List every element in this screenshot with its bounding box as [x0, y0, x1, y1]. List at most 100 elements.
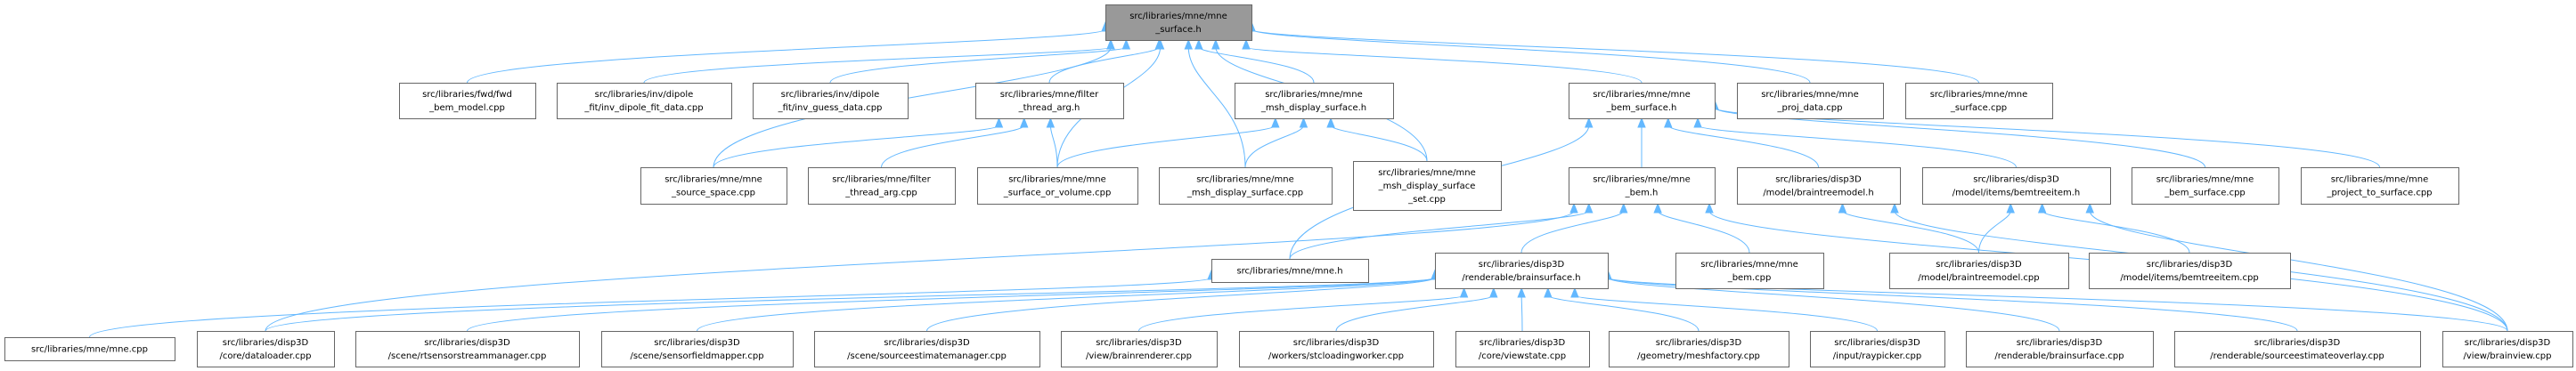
node-brainsurface-cpp[interactable]: src/libraries/disp3D/renderable/brainsur… — [1966, 331, 2154, 367]
node-meshfactory[interactable]: src/libraries/disp3D/geometry/meshfactor… — [1609, 331, 1789, 367]
node-label-line: _thread_arg.h — [1018, 103, 1080, 113]
dependency-edge — [467, 28, 1106, 84]
node-mne-cpp[interactable]: src/libraries/mne/mne.cpp — [4, 337, 175, 361]
node-msh-set[interactable]: src/libraries/mne/mne_msh_display_surfac… — [1353, 161, 1502, 211]
node-box — [2089, 253, 2291, 289]
node-box — [1609, 331, 1789, 367]
node-sourceestmgr[interactable]: src/libraries/disp3D/scene/sourceestimat… — [814, 331, 1040, 367]
node-box — [1435, 253, 1609, 289]
arrowhead-icon — [1121, 38, 1131, 50]
node-label-line: src/libraries/disp3D — [2254, 338, 2341, 348]
dependency-edge — [1547, 294, 1700, 332]
node-fwd-bem[interactable]: src/libraries/fwd/fwd_bem_model.cpp — [399, 83, 536, 119]
arrowhead-icon — [1890, 202, 1899, 214]
node-box — [1675, 253, 1824, 289]
arrowhead-icon — [1570, 286, 1579, 298]
node-bem-surface-h[interactable]: src/libraries/mne/mne_bem_surface.h — [1569, 83, 1716, 119]
node-label-line: _bem.cpp — [1727, 273, 1772, 283]
dependency-edge — [1667, 125, 1819, 168]
arrowhead-icon — [1299, 117, 1308, 128]
node-bemtreeitem-h[interactable]: src/libraries/disp3D/model/items/bemtree… — [1922, 167, 2111, 205]
node-source-space[interactable]: src/libraries/mne/mne_source_space.cpp — [640, 167, 787, 205]
node-label-line: _bem_surface.h — [1606, 103, 1677, 113]
node-braintreemodel-cpp[interactable]: src/libraries/disp3D/model/braintreemode… — [1889, 253, 2069, 289]
node-raypicker[interactable]: src/libraries/disp3D/input/raypicker.cpp — [1810, 331, 1945, 367]
node-inv-guess[interactable]: src/libraries/inv/dipole_fit/inv_guess_d… — [753, 83, 909, 119]
node-stcloading[interactable]: src/libraries/disp3D/workers/stcloadingw… — [1239, 331, 1434, 367]
node-brainview[interactable]: src/libraries/disp3D/view/brainview.cpp — [2442, 331, 2573, 367]
node-sourceestoverlay[interactable]: src/libraries/disp3D/renderable/sourcees… — [2174, 331, 2421, 367]
arrowhead-icon — [1019, 117, 1029, 128]
node-label-line: src/libraries/disp3D — [884, 338, 970, 348]
dependency-edge — [697, 277, 1436, 332]
node-label-line: src/libraries/disp3D — [1656, 338, 1742, 348]
node-label-line: src/libraries/mne/mne — [1700, 260, 1798, 270]
node-label-line: src/libraries/mne/mne — [2156, 175, 2254, 185]
node-surface-cpp[interactable]: src/libraries/mne/mne_surface.cpp — [1905, 83, 2053, 119]
arrowhead-icon — [1155, 38, 1165, 50]
dependency-edge — [713, 46, 1112, 168]
node-label-line: _surface.cpp — [1950, 103, 2007, 113]
node-label-line: _proj_data.cpp — [1776, 103, 1842, 113]
node-braintreemodel-h[interactable]: src/libraries/disp3D/model/braintreemode… — [1737, 167, 1901, 205]
node-label-line: /view/brainview.cpp — [2464, 351, 2552, 361]
dependency-edge — [1607, 277, 2298, 332]
node-box — [814, 331, 1040, 367]
node-sensorfield[interactable]: src/libraries/disp3D/scene/sensorfieldma… — [601, 331, 794, 367]
node-proj-data[interactable]: src/libraries/mne/mne_proj_data.cpp — [1737, 83, 1884, 119]
node-bem-cpp[interactable]: src/libraries/mne/mne _bem.cpp — [1675, 253, 1824, 289]
arrowhead-icon — [1637, 117, 1646, 128]
arrowhead-icon — [1517, 286, 1526, 298]
node-label-line: src/libraries/mne/mne — [664, 175, 762, 185]
arrowhead-icon — [2006, 202, 2015, 214]
node-label-line: src/libraries/mne/mne — [1008, 175, 1106, 185]
node-brainsurface-h[interactable]: src/libraries/disp3D/renderable/brainsur… — [1435, 253, 1609, 289]
node-label-line: /renderable/sourceestimateoverlay.cpp — [2210, 351, 2384, 361]
dependency-edge — [467, 277, 1436, 332]
dependency-edge — [265, 277, 1436, 332]
node-label-line: /scene/sourceestimatemanager.cpp — [847, 351, 1007, 361]
node-label-line: /scene/rtsensorstreammanager.cpp — [388, 351, 547, 361]
node-box — [1105, 4, 1252, 41]
node-box — [1061, 331, 1218, 367]
node-box — [977, 167, 1138, 205]
node-rtsensor[interactable]: src/libraries/disp3D/scene/rtsensorstrea… — [355, 331, 580, 367]
node-root[interactable]: src/libraries/mne/mne_surface.h — [1105, 4, 1252, 41]
node-project-to-surface[interactable]: src/libraries/mne/mne_project_to_surface… — [2301, 167, 2459, 205]
node-msh-cpp[interactable]: src/libraries/mne/mne_msh_display_surfac… — [1159, 167, 1333, 205]
node-box — [753, 83, 909, 119]
node-box — [2442, 331, 2573, 367]
node-brainrenderer[interactable]: src/libraries/disp3D/view/brainrenderer.… — [1061, 331, 1218, 367]
node-bem-surface-cpp[interactable]: src/libraries/mne/mne_bem_surface.cpp — [2132, 167, 2279, 205]
node-bem-h[interactable]: src/libraries/mne/mne_bem.h — [1569, 167, 1716, 205]
node-label-line: _surface_or_volume.cpp — [1003, 189, 1112, 198]
node-filter-h[interactable]: src/libraries/mne/filter _thread_arg.h — [975, 83, 1124, 119]
arrowhead-icon — [1046, 117, 1056, 128]
node-label-line: src/libraries/disp3D — [1096, 338, 1182, 348]
node-surf-or-vol[interactable]: src/libraries/mne/mne _surface_or_volume.… — [977, 167, 1138, 205]
arrowhead-icon — [1544, 286, 1553, 298]
node-label-line: /core/viewstate.cpp — [1479, 351, 1566, 361]
node-label-line: src/libraries/disp3D — [654, 338, 740, 348]
node-inv-fit[interactable]: src/libraries/inv/dipole_fit/inv_dipole_… — [557, 83, 732, 119]
node-bemtreeitem-cpp[interactable]: src/libraries/disp3D/model/items/bemtree… — [2089, 253, 2291, 289]
node-dataloader[interactable]: src/libraries/disp3D/core/dataloader.cpp — [197, 331, 335, 367]
node-msh-h[interactable]: src/libraries/mne/mne_msh_display_surfac… — [1235, 83, 1394, 119]
node-mne-h[interactable]: src/libraries/mne/mne.h — [1211, 259, 1369, 283]
dependency-edge — [89, 277, 1212, 338]
node-label-line: /input/raypicker.cpp — [1833, 351, 1921, 361]
node-box — [1889, 253, 2069, 289]
node-viewstate[interactable]: src/libraries/disp3D/core/viewstate.cpp — [1455, 331, 1590, 367]
node-box — [1966, 331, 2154, 367]
node-label-line: src/libraries/mne/filter — [1000, 90, 1099, 100]
node-box — [1235, 83, 1394, 119]
node-box — [2132, 167, 2279, 205]
node-label-line: /workers/stcloadingworker.cpp — [1268, 351, 1404, 361]
node-filter-cpp[interactable]: src/libraries/mne/filter_thread_arg.cpp — [808, 167, 956, 205]
nodes-layer: src/libraries/mne/mne_surface.h src/libra… — [4, 4, 2573, 367]
node-label-line: /renderable/brainsurface.cpp — [1994, 351, 2124, 361]
node-box — [1211, 259, 1369, 283]
node-box — [1810, 331, 1945, 367]
node-label-line: src/libraries/mne/mne.cpp — [31, 345, 148, 355]
